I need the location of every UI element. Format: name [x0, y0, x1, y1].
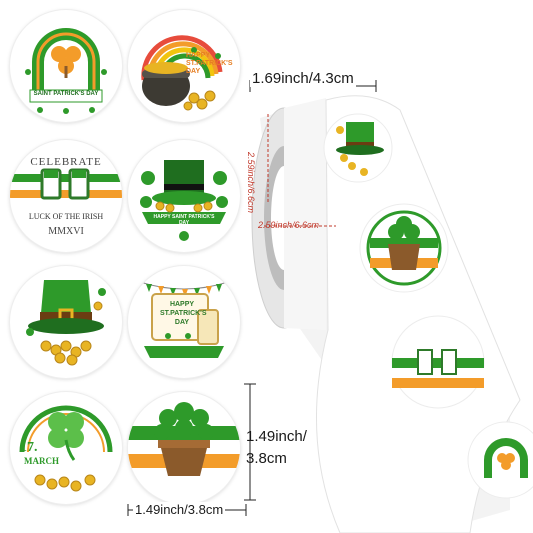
sticker-leprechaun-hat: [10, 266, 122, 378]
sticker-potted-clover: [128, 392, 240, 504]
sticker-pot-of-gold: HAPPY ST.PATRICK'S DAY: [128, 10, 240, 122]
roll-sticker-celebrate: [391, 315, 485, 409]
roll-sticker-arch: [467, 421, 533, 499]
roll-outer-label: 2.59inch/6.6cm: [246, 152, 256, 214]
sticker-roll-graphic: [249, 80, 533, 533]
height-dimension-line: [244, 383, 256, 501]
sticker-1-text: SAINT PATRICK'S DAY: [33, 91, 99, 97]
beer-mugs-icon: [10, 168, 122, 200]
potted-clover-icon: [128, 402, 240, 476]
roll-width-label: 1.69inch/4.3cm: [250, 70, 356, 87]
beer-banner-icon: [139, 281, 229, 358]
sticker-7-month: MARCH: [24, 456, 59, 466]
sticker-3-top: CELEBRATE: [30, 156, 102, 168]
sticker-beer-mugs: CELEBRATE LUCK OF THE IRISH MMXVI: [10, 140, 122, 252]
green-hat-icon: [140, 160, 228, 241]
four-leaf-clover-icon: [19, 405, 113, 492]
sticker-7-date: 17.: [20, 440, 38, 455]
sticker-3-bottom: LUCK OF THE IRISH: [28, 212, 104, 221]
sticker-width-label: 1.49inch/3.8cm: [133, 502, 226, 517]
sticker-height-label-in: 1.49inch/: [246, 428, 307, 445]
sticker-clover-march: 17. MARCH: [10, 392, 122, 504]
pot-of-gold-icon: [141, 35, 223, 111]
sticker-beer-banner: HAPPY ST.PATRICK'S DAY: [128, 266, 240, 378]
sticker-6-text: HAPPY ST.PATRICK'S DAY: [160, 301, 207, 326]
sticker-3-year: MMXVI: [48, 226, 84, 237]
arch-shamrock-icon: [25, 28, 107, 114]
roll-sticker-potted-clover: [359, 203, 449, 293]
sticker-height-label-cm: 3.8cm: [246, 450, 287, 467]
sticker-2-text: HAPPY ST.PATRICK'S DAY: [186, 52, 233, 75]
sticker-rainbow-arch-shamrock: SAINT PATRICK'S DAY: [10, 10, 122, 122]
sticker-4-text: HAPPY SAINT PATRICK'S DAY: [153, 214, 215, 226]
roll-inner-label: 2.59inch/6.6cm: [258, 220, 320, 230]
sticker-green-hat: HAPPY SAINT PATRICK'S DAY: [128, 140, 240, 252]
leprechaun-hat-icon: [26, 280, 106, 366]
